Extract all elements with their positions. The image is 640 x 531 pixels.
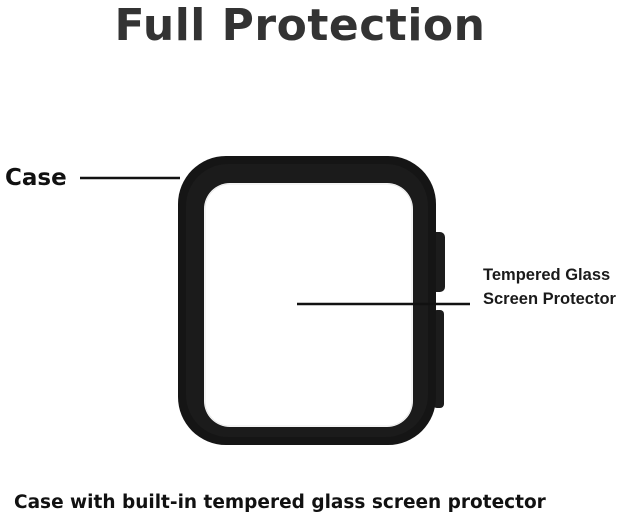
tempered-glass-label: Tempered Glass Screen Protector [483,263,640,311]
case-label: Case [5,165,67,191]
caption-text: Case with built-in tempered glass screen… [14,492,546,513]
tempered-glass-label-line1: Tempered Glass [483,266,611,284]
tempered-glass-label-line2: Screen Protector [483,290,616,308]
page-title: Full Protection [114,0,486,51]
